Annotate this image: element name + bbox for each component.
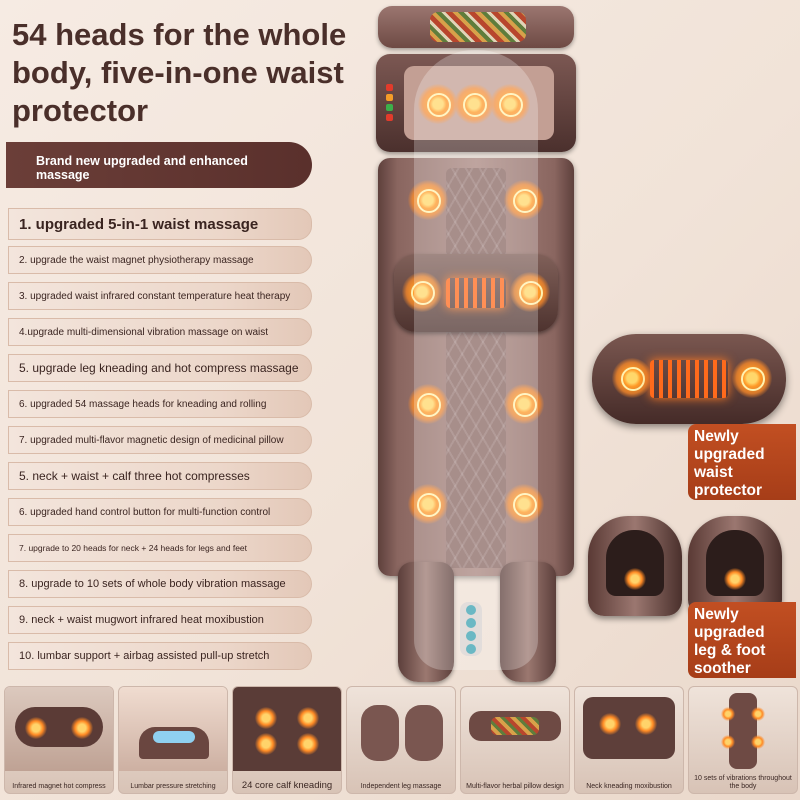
thumbnail-caption: 24 core calf kneading [241,780,333,791]
callout-line: upgraded [694,624,765,641]
feature-item: 10. lumbar support + airbag assisted pul… [8,642,312,670]
feature-item: 7. upgraded multi-flavor magnetic design… [8,426,312,454]
thumbnail: Multi-flavor herbal pillow design [460,686,570,794]
leg-foot-module [588,508,798,618]
thumbnail-caption: Independent leg massage [360,783,442,790]
callout-line: soother [694,660,751,677]
callout-line: upgraded [694,446,765,463]
heat-node [402,272,442,312]
foot-cup-left [588,516,682,616]
feature-item: 3. upgraded waist infrared constant temp… [8,282,312,310]
waist-protector-module [592,334,786,424]
leg-rest-left [398,562,454,682]
feature-item: 4.upgrade multi-dimensional vibration ma… [8,318,312,346]
callout-line: waist [694,464,733,481]
neck-panel [404,66,554,140]
herb-window [430,12,526,42]
heat-node [418,84,458,124]
foot-cup-right [688,516,782,616]
leg-rest-right [500,562,556,682]
waist-callout: Newly upgraded waist protector [688,424,796,500]
feature-item: 9. neck + waist mugwort infrared heat mo… [8,606,312,634]
heat-node [504,180,544,220]
intro-banner: Brand new upgraded and enhanced massage [6,142,312,188]
heat-node [504,384,544,424]
thumbnail: 24 core calf kneading [232,686,342,794]
body-pad [378,158,574,576]
heat-node [490,84,530,124]
thumbnail-caption: Neck kneading moxibustion [586,783,672,790]
neck-massager [376,54,576,152]
callout-line: leg & foot [694,642,766,659]
heat-node [612,358,652,398]
heating-coil [446,278,506,308]
heat-node [454,84,494,124]
callout-line: Newly [694,606,739,623]
hand-controller [460,602,482,656]
thumbnail: Infrared magnet hot compress [4,686,114,794]
heat-node [408,384,448,424]
thumbnail: Lumbar pressure stretching [118,686,228,794]
thumbnail-caption: Multi-flavor herbal pillow design [466,783,564,790]
herbal-pillow [378,6,574,48]
massage-mattress [368,6,588,686]
thumbnail-caption: Lumbar pressure stretching [130,783,216,790]
feature-item: 2. upgrade the waist magnet physiotherap… [8,246,312,274]
feature-item: 6. upgraded hand control button for mult… [8,498,312,526]
heat-node [504,484,544,524]
thumbnail-caption: Infrared magnet hot compress [12,783,106,790]
feature-item: 6. upgraded 54 massage heads for kneadin… [8,390,312,418]
thumbnail: Neck kneading moxibustion [574,686,684,794]
spine-track [446,168,506,568]
heating-coil [650,360,728,398]
callout-line: Newly [694,428,739,445]
indicator-lights [386,84,394,124]
feature-thumbnails: Infrared magnet hot compress Lumbar pres… [4,686,798,796]
heat-node [510,272,550,312]
feature-item: 5. upgrade leg kneading and hot compress… [8,354,312,382]
feature-item: 8. upgrade to 10 sets of whole body vibr… [8,570,312,598]
thumbnail-caption: 10 sets of vibrations throughout the bod… [694,775,792,790]
callout-line: protector [694,482,763,499]
thumbnail: 10 sets of vibrations throughout the bod… [688,686,798,794]
feature-item: 5. neck + waist + calf three hot compres… [8,462,312,490]
feature-item: 1. upgraded 5-in-1 waist massage [8,208,312,240]
waist-unit [394,254,558,332]
heat-node [732,358,772,398]
headline: 54 heads for the whole body, five-in-one… [12,17,347,128]
foot-callout: Newly upgraded leg & foot soother [688,602,796,678]
heat-node [408,484,448,524]
feature-item: 7. upgrade to 20 heads for neck + 24 hea… [8,534,312,562]
thumbnail: Independent leg massage [346,686,456,794]
heat-node [408,180,448,220]
